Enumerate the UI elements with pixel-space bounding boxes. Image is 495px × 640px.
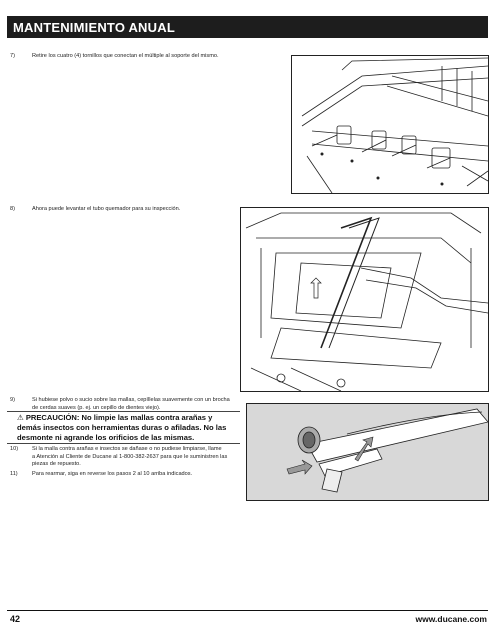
step-text: Para rearmar, siga en reverse los pasos … — [32, 471, 193, 477]
step-text: Si hubiese polvo o sucio sobre las malla… — [32, 397, 230, 411]
step-8: 8) Ahora puede levantar el tubo quemador… — [10, 206, 240, 216]
brush-cleaning-illustration — [286, 408, 488, 493]
figure-manifold-screws — [291, 55, 489, 194]
figure-brush-screen — [246, 403, 489, 501]
step-number: 7) — [10, 53, 15, 59]
step-7: 7) Retire los cuatro (4) tornillos que c… — [10, 53, 280, 63]
section-title: MANTENIMIENTO ANUAL — [13, 20, 175, 35]
figure-lift-burner-tube — [240, 207, 489, 392]
step-text: Ahora puede levantar el tubo quemador pa… — [32, 206, 181, 212]
section-header: MANTENIMIENTO ANUAL — [7, 16, 488, 38]
step-text: Retire los cuatro (4) tornillos que cone… — [32, 53, 219, 59]
step-number: 11) — [10, 471, 18, 477]
caution-notice: ⚠PRECAUCIÓN: No limpie las mallas contra… — [17, 413, 232, 443]
caution-text: PRECAUCIÓN: No limpie las mallas contra … — [17, 413, 227, 442]
step-number: 9) — [10, 397, 15, 403]
step-9: 9) Si hubiese polvo o sucio sobre las ma… — [10, 397, 245, 415]
step-text: Si la malla contra arañas e insectos se … — [32, 446, 228, 467]
warning-icon: ⚠ — [17, 413, 24, 422]
step-number: 10) — [10, 446, 19, 452]
divider — [7, 443, 240, 444]
footer-rule — [7, 610, 488, 611]
step-11: 11) Para rearmar, siga en reverse los pa… — [10, 471, 245, 481]
burner-lift-illustration — [245, 212, 488, 391]
step-number: 8) — [10, 206, 15, 212]
manifold-illustration — [301, 57, 488, 193]
website-url: www.ducane.com — [415, 614, 487, 624]
step-10: 10) Si la malla contra arañas e insectos… — [10, 446, 245, 470]
divider — [7, 411, 240, 412]
page-number: 42 — [10, 614, 21, 624]
